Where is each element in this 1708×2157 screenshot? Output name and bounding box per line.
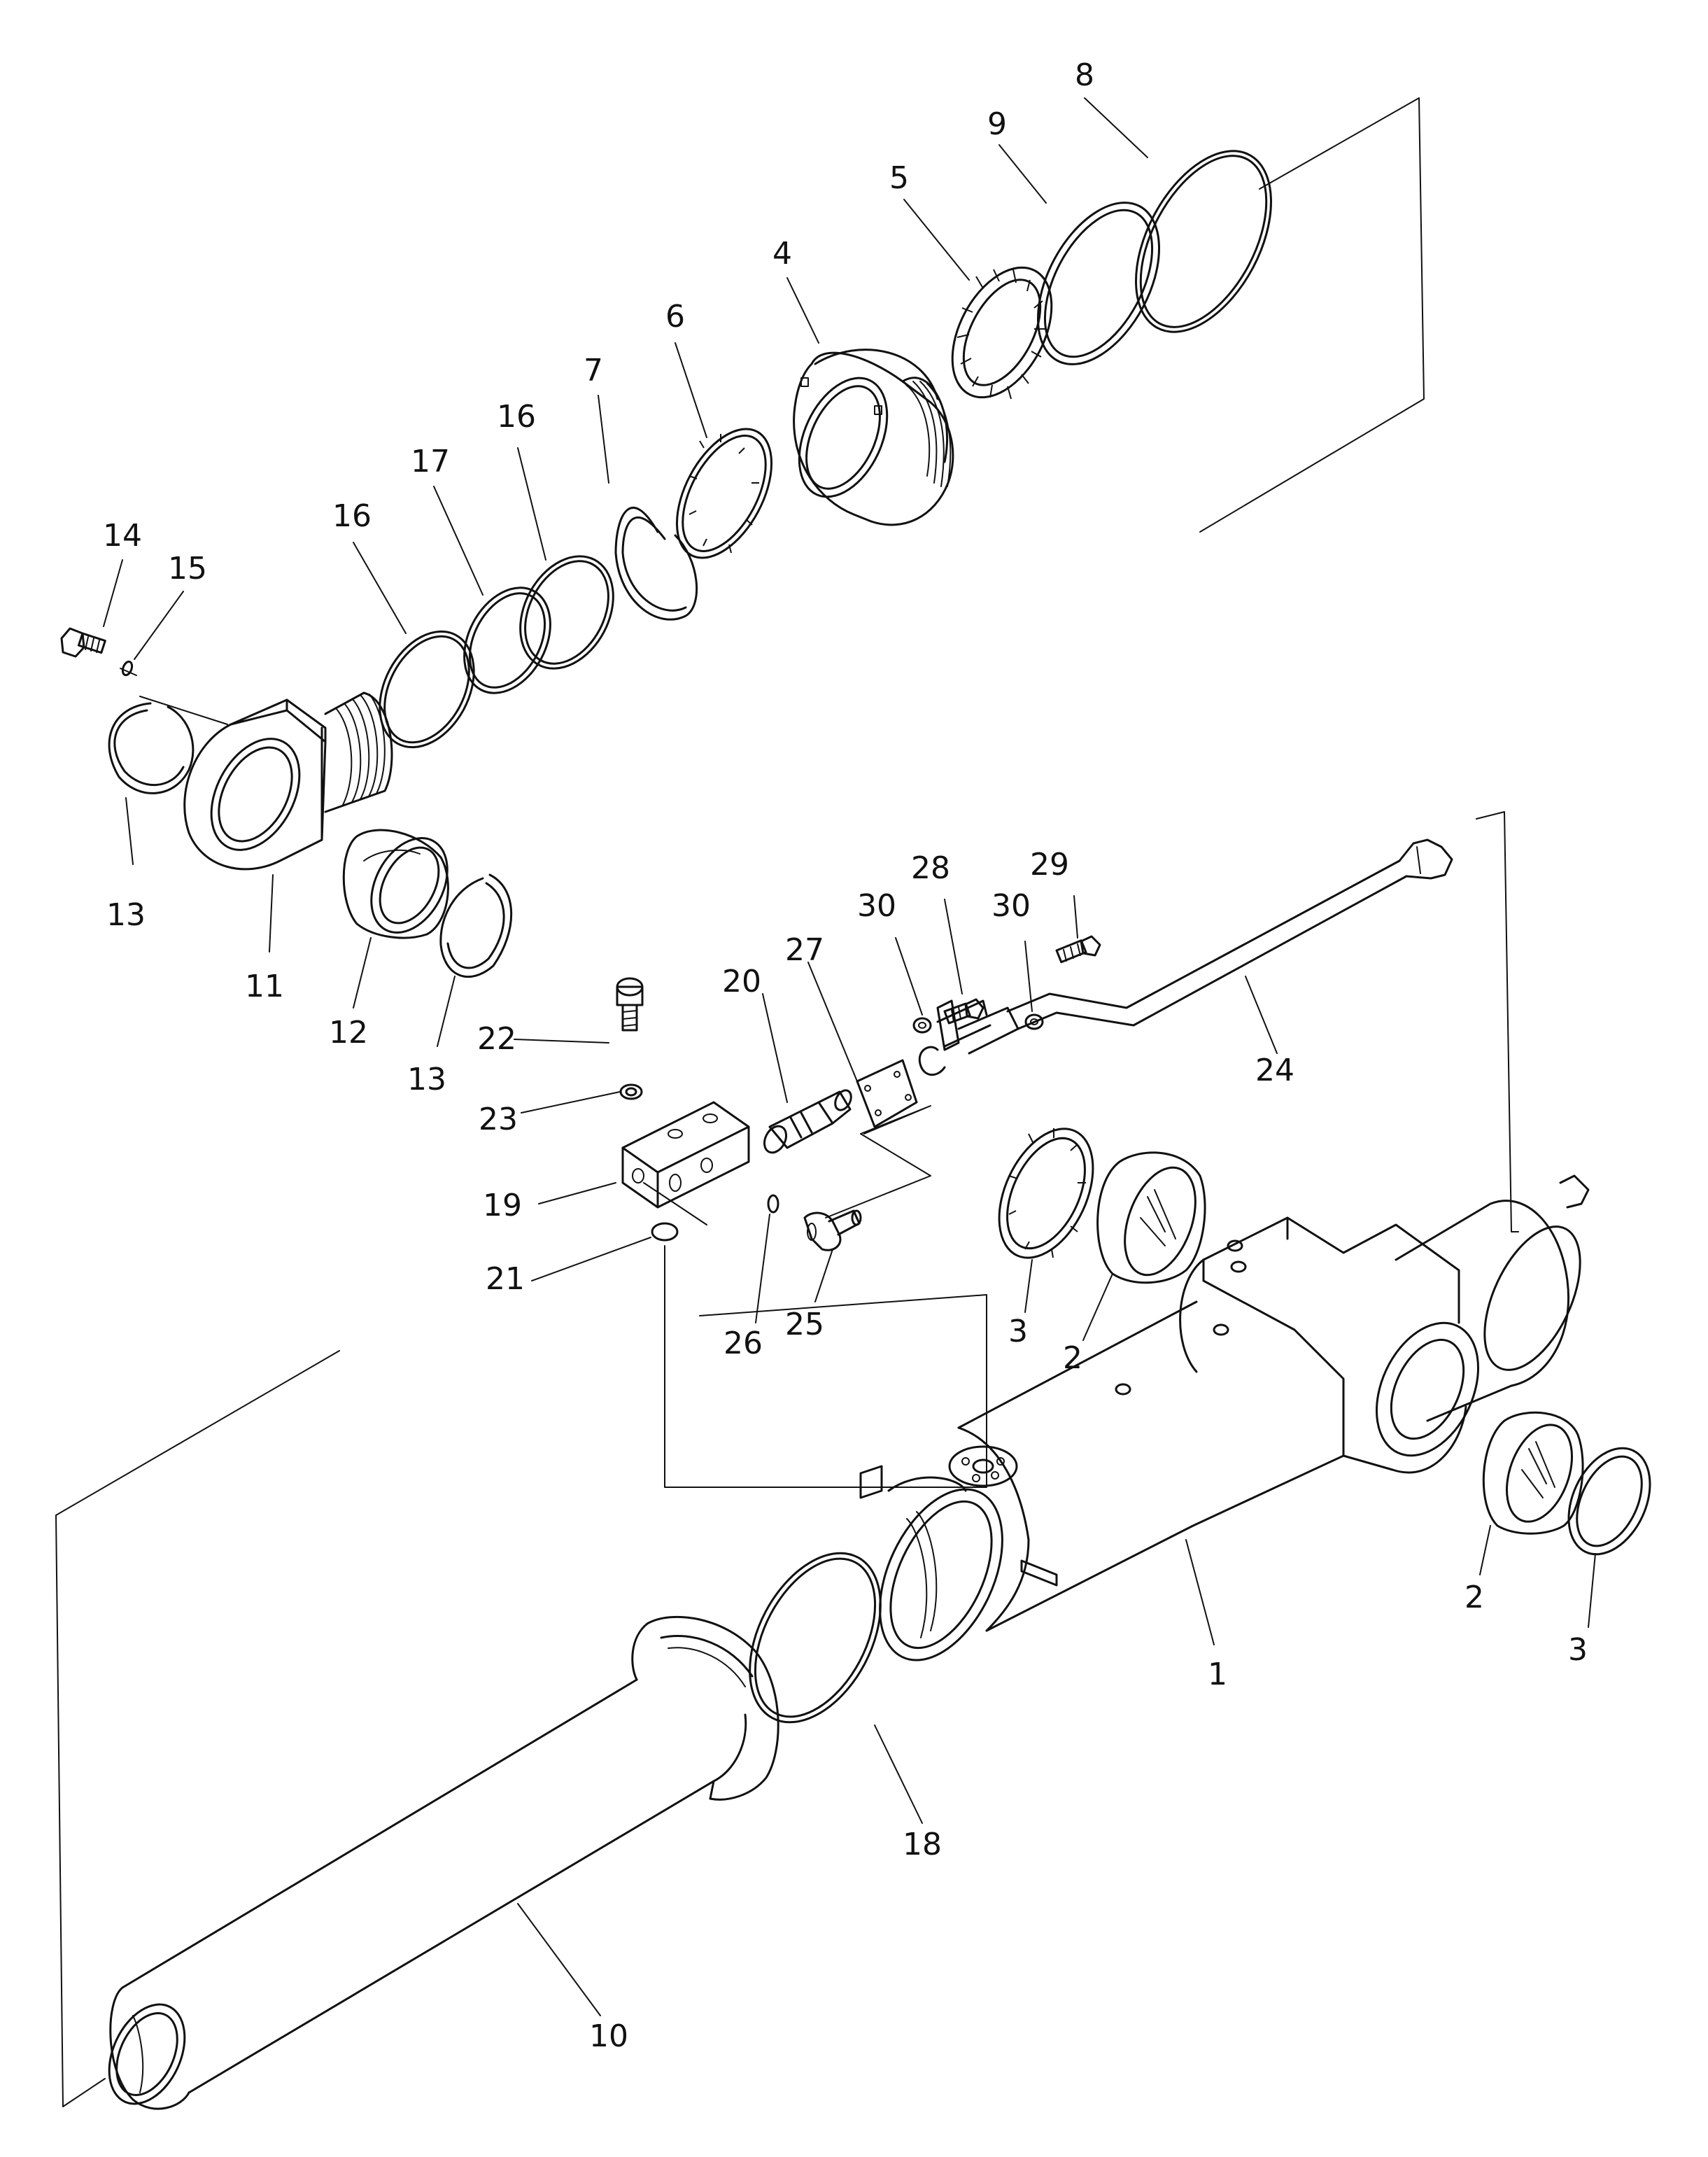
callout-21: 21 — [486, 1261, 525, 1297]
callout-26: 26 — [724, 1326, 763, 1361]
callout-labels: 8 9 5 4 6 7 16 17 16 14 15 13 11 12 13 2… — [103, 57, 1588, 2054]
part-10-piston-rod — [108, 1615, 779, 2110]
callout-20: 20 — [722, 964, 761, 999]
callout-22: 22 — [477, 1021, 516, 1057]
part-20-valve — [763, 1089, 852, 1154]
callout-27: 27 — [785, 932, 824, 968]
part-29-bolt — [1055, 935, 1101, 964]
part-19-block — [621, 1101, 750, 1209]
assembly-guide-lines — [55, 97, 1519, 2107]
callout-16-upper: 16 — [497, 399, 536, 435]
part-3-lower-seal — [1567, 1447, 1651, 1556]
part-15-o-ring — [121, 660, 134, 677]
callout-15: 15 — [168, 551, 207, 586]
part-23-washer — [619, 1083, 643, 1100]
callout-18: 18 — [903, 1827, 942, 1862]
part-27-flange — [856, 1059, 918, 1128]
part-30-washer-right — [1024, 1013, 1044, 1030]
callout-3-lower: 3 — [1568, 1632, 1588, 1668]
part-26-o-ring — [767, 1194, 779, 1214]
callout-11: 11 — [245, 969, 284, 1004]
callout-9: 9 — [987, 106, 1007, 142]
callout-30-right: 30 — [991, 888, 1031, 924]
callout-13-upper: 13 — [106, 897, 146, 933]
part-7-snap-ring — [614, 506, 698, 621]
part-30-washer-left — [912, 1017, 932, 1034]
part-9-backup-ring — [1036, 202, 1161, 365]
callout-23: 23 — [479, 1102, 518, 1137]
callout-14: 14 — [103, 518, 142, 554]
part-12-bushing — [342, 829, 449, 939]
part-24-pipe — [918, 838, 1453, 1076]
callout-28: 28 — [911, 850, 950, 886]
callout-5: 5 — [889, 160, 909, 196]
part-8-o-ring — [1135, 150, 1272, 333]
callout-30-left: 30 — [857, 888, 896, 924]
part-4-gland-nut — [793, 349, 954, 526]
callout-6: 6 — [665, 299, 685, 335]
callout-7: 7 — [584, 353, 603, 388]
callout-25: 25 — [785, 1307, 824, 1342]
part-5-seal — [951, 266, 1053, 400]
callout-3-upper: 3 — [1008, 1314, 1028, 1349]
part-11-rod-eye — [183, 691, 393, 871]
part-2-lower-bushing — [1482, 1411, 1584, 1535]
part-6-split-ring — [675, 428, 773, 559]
callout-1: 1 — [1208, 1657, 1227, 1692]
callout-16-lower: 16 — [332, 498, 372, 534]
callout-17: 17 — [411, 444, 450, 479]
part-18-ring — [749, 1552, 882, 1724]
callout-24: 24 — [1255, 1053, 1294, 1088]
part-14-bolt — [60, 627, 106, 658]
part-3-upper-seal — [998, 1127, 1094, 1259]
callout-4: 4 — [772, 236, 792, 272]
part-17-backup-ring — [463, 586, 551, 694]
callout-19: 19 — [483, 1188, 522, 1223]
callout-10: 10 — [589, 2018, 628, 2054]
part-2-upper-bushing — [1096, 1151, 1206, 1284]
part-22-bolt — [616, 977, 644, 1032]
part-21-o-ring — [651, 1222, 679, 1242]
part-1-cylinder — [859, 1174, 1590, 1661]
callout-29: 29 — [1030, 847, 1069, 883]
callout-2-upper: 2 — [1063, 1340, 1082, 1376]
part-13-upper-snap-ring — [108, 702, 195, 794]
part-25-elbow — [803, 1209, 862, 1251]
callout-13-lower: 13 — [407, 1062, 446, 1097]
callout-12: 12 — [329, 1015, 368, 1051]
part-13-lower-snap-ring — [439, 873, 513, 978]
part-16-lower-o-ring — [379, 630, 475, 749]
part-16-upper-o-ring — [519, 555, 614, 670]
callout-2-lower: 2 — [1464, 1580, 1484, 1615]
callout-8: 8 — [1075, 57, 1094, 93]
leader-lines — [103, 97, 1596, 2016]
